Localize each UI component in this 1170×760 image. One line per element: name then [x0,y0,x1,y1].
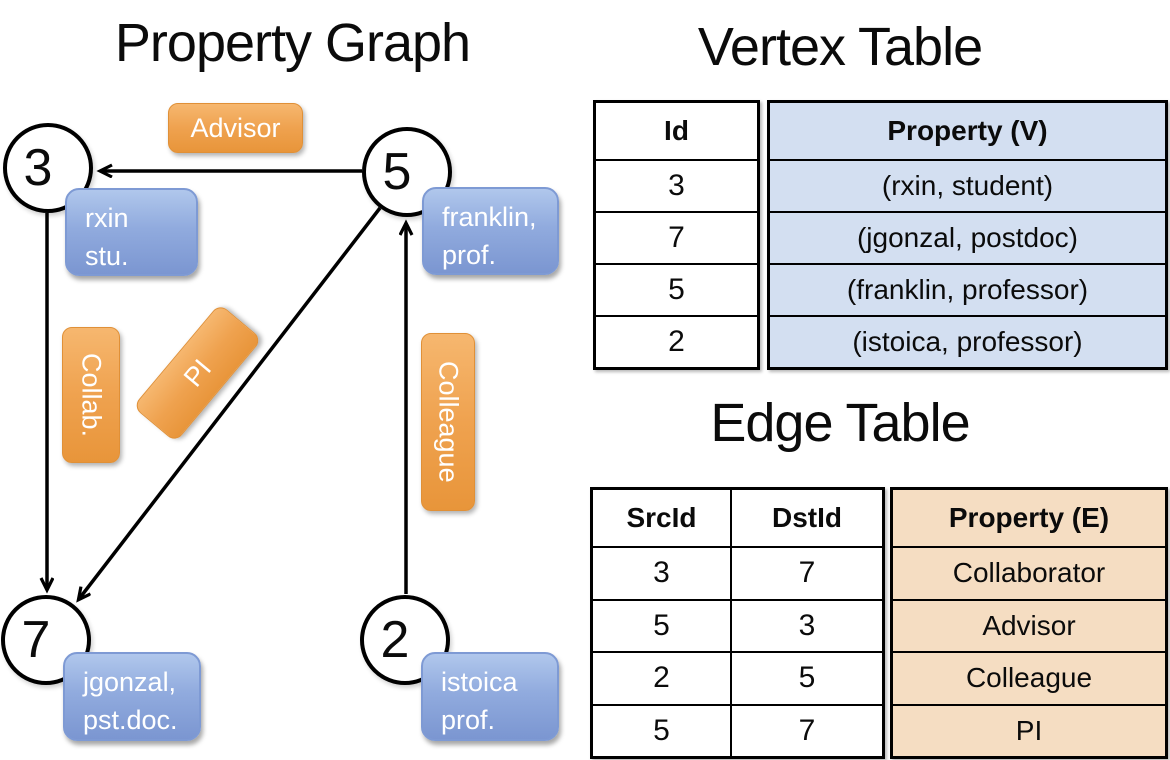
edge-label-pi-text: PI [177,353,217,393]
edge-table-property-3: PI [893,703,1165,756]
vertex-property-box-2: istoica prof. [421,652,559,741]
edge-table-dst-3: 7 [730,703,882,756]
edge-table-property-1: Advisor [893,598,1165,651]
node-7-id: 7 [21,611,51,669]
vertex-3-line2: stu. [85,241,129,272]
vertex-property-box-3: rxin stu. [65,188,198,276]
vertex-table-id-0: 3 [596,159,757,211]
vertex-7-line1: jgonzal, [83,667,177,697]
graph-node-5: 5 [362,127,452,217]
vertex-7-line2: pst.doc. [83,705,178,736]
graph-edges [0,0,585,760]
edge-label-collab: Collab. [62,327,120,463]
vertex-property-box-7: jgonzal, pst.doc. [63,652,201,741]
edge-label-advisor-text: Advisor [190,112,281,143]
vertex-table-property-0: (rxin, student) [770,159,1165,211]
vertex-5-line1: franklin, [442,202,537,232]
edge-table-property-0: Collaborator [893,546,1165,599]
vertex-table-property-2: (franklin, professor) [770,263,1165,315]
vertex-table-property-column: Property (V) (rxin, student) (jgonzal, p… [767,100,1168,370]
edge-label-colleague-text: Colleague [433,361,464,483]
vertex-5-line2: prof. [442,240,497,271]
edge-table-src-header: SrcId [626,502,697,533]
vertex-2-line1: istoica [441,667,518,697]
vertex-table-property-3: (istoica, professor) [770,315,1165,367]
vertex-table-id-2: 5 [596,263,757,315]
vertex-property-box-5: franklin, prof. [422,187,559,275]
edge-table-property-2: Colleague [893,651,1165,704]
edge-table-src-2: 2 [593,651,730,704]
edge-table-id-columns: SrcId DstId 3 7 5 3 2 5 5 7 [590,487,885,759]
edge-label-collab-text: Collab. [76,352,107,438]
edge-table-dst-2: 5 [730,651,882,704]
edge-label-colleague: Colleague [421,333,475,511]
edge-table-src-1: 5 [593,598,730,652]
edge-label-advisor: Advisor [168,103,303,153]
edge-table-dst-1: 3 [730,598,882,651]
node-5-id: 5 [382,143,412,201]
vertex-table-id-3: 2 [596,315,757,367]
vertex-table-id-header: Id [664,115,689,146]
vertex-table-property-header: Property (V) [770,103,1165,159]
vertex-table-id-column: Id 3 7 5 2 [593,100,760,370]
edge-table-property-column: Property (E) Collaborator Advisor Collea… [890,487,1168,759]
graph-node-2: 2 [360,595,450,685]
vertex-table-property-1: (jgonzal, postdoc) [770,211,1165,263]
edge-table-property-header: Property (E) [893,490,1165,546]
edge-pi-line [79,206,382,599]
node-3-id: 3 [23,139,53,197]
node-2-id: 2 [380,611,410,669]
edge-table-dst-header: DstId [730,490,882,546]
edge-table-title: Edge Table [710,393,970,453]
edge-table-dst-0: 7 [730,546,882,599]
property-graph-title: Property Graph [114,13,471,73]
vertex-2-line2: prof. [441,705,496,736]
vertex-table-title: Vertex Table [697,17,983,77]
edge-table-src-3: 5 [593,703,730,757]
edge-table-src-0: 3 [593,546,730,599]
vertex-table-id-1: 7 [596,211,757,263]
vertex-3-line1: rxin [85,203,129,233]
